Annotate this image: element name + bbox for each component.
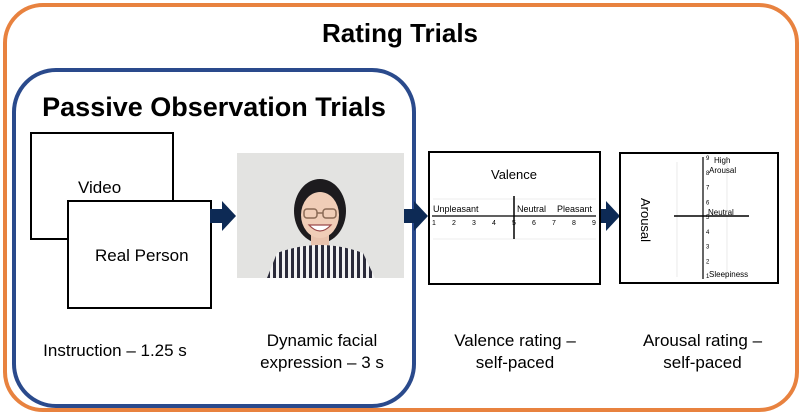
valence-scale: Valence Unpleasant Neutral Pleasant 1 2 3 4…	[432, 167, 596, 240]
valence-caption-line1: Valence rating –	[454, 331, 576, 350]
arousal-caption-line2: self-paced	[663, 353, 742, 372]
valence-tick-label: 6	[532, 220, 536, 227]
valence-mid-label: Neutral	[517, 204, 546, 214]
valence-left-label: Unpleasant	[433, 204, 479, 214]
valence-tick-label: 5	[512, 220, 516, 227]
video-label: Video	[78, 178, 122, 197]
arousal-caption: Arousal rating – self-paced	[610, 330, 795, 374]
valence-caption: Valence rating – self-paced	[420, 330, 610, 374]
instruction-caption: Instruction – 1.25 s	[43, 341, 187, 360]
arousal-tick-label: 1	[706, 274, 710, 280]
arousal-tick-label: 6	[706, 200, 710, 206]
passive-observation-title: Passive Observation Trials	[42, 92, 386, 122]
valence-tick-label: 1	[432, 220, 436, 227]
rating-trials-frame	[3, 3, 799, 412]
valence-tick-label: 4	[492, 220, 496, 227]
arrow-icon	[598, 201, 620, 231]
arousal-tick-label: 9	[706, 156, 710, 162]
facial-expression-photo	[237, 153, 404, 278]
stimulus-caption-line2: expression – 3 s	[260, 353, 384, 372]
valence-title: Valence	[491, 167, 537, 182]
arousal-scale: Arousal High Arousal Neutral Sleepiness …	[638, 156, 749, 280]
valence-right-label: Pleasant	[557, 204, 593, 214]
arousal-tick-label: 7	[706, 186, 710, 192]
valence-tick-label: 3	[472, 220, 476, 227]
arousal-bottom-label: Sleepiness	[709, 270, 748, 279]
arousal-screen	[619, 152, 779, 284]
passive-observation-frame	[12, 68, 416, 408]
arousal-tick-label: 2	[706, 259, 710, 265]
arousal-mid-label: Neutral	[708, 208, 734, 217]
arousal-caption-line1: Arousal rating –	[642, 331, 763, 350]
arousal-top-label-line1: High	[714, 156, 730, 165]
valence-tick-label: 8	[572, 220, 576, 227]
stimulus-caption: Dynamic facial expression – 3 s	[232, 330, 412, 374]
real-person-screen: Real Person	[67, 200, 212, 309]
arousal-top-label-line2: Arousal	[709, 166, 736, 175]
valence-tick-label: 9	[592, 220, 596, 227]
arousal-title: Arousal	[638, 198, 653, 242]
real-person-label: Real Person	[95, 246, 189, 265]
arrow-icon	[210, 201, 236, 231]
rating-trials-title: Rating Trials	[321, 18, 479, 48]
stimulus-caption-line1: Dynamic facial	[266, 331, 378, 350]
arousal-tick-label: 8	[706, 171, 710, 177]
valence-tick-label: 7	[552, 220, 556, 227]
arousal-tick-label: 5	[706, 215, 710, 221]
arousal-tick-label: 4	[706, 230, 710, 236]
arrow-icon	[404, 201, 428, 231]
valence-caption-line2: self-paced	[475, 353, 555, 372]
arousal-tick-label: 3	[706, 245, 710, 251]
valence-tick-label: 2	[452, 220, 456, 227]
